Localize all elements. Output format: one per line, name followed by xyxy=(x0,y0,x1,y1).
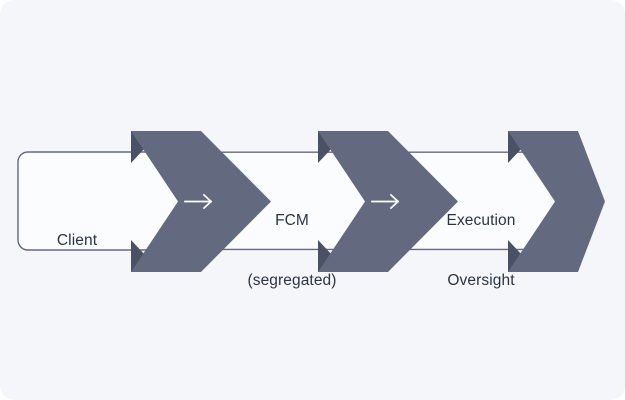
arrow-2-head xyxy=(389,193,400,210)
stage-box-client[interactable] xyxy=(17,151,164,251)
chevron-3-terminator[interactable] xyxy=(508,131,605,272)
connector-arrow-fcm-to-execution xyxy=(371,193,400,210)
connector-arrow-client-to-fcm xyxy=(184,193,213,210)
arrow-1-head xyxy=(202,193,213,210)
